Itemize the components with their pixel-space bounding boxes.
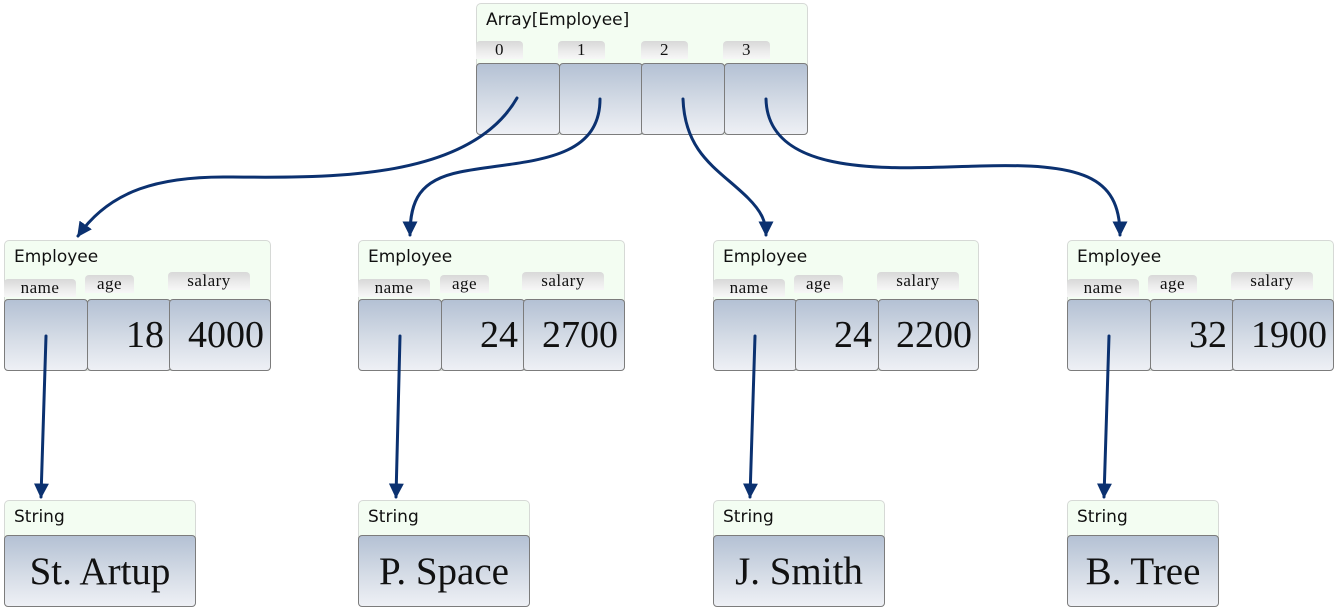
arrow-name3-to-string3 bbox=[1096, 334, 1112, 499]
employee-title: Employee bbox=[723, 247, 808, 267]
arrow-slot0-to-employee0 bbox=[76, 96, 519, 238]
string-value: St. Artup bbox=[4, 535, 196, 607]
string-title: String bbox=[368, 507, 419, 527]
arrow-slot1-to-employee1 bbox=[402, 97, 602, 237]
age-cell: 24 bbox=[441, 299, 525, 371]
age-cell: 32 bbox=[1150, 299, 1234, 371]
arrow-name2-to-string2 bbox=[742, 334, 758, 499]
employee-title: Employee bbox=[14, 247, 99, 267]
employee-title: Employee bbox=[1077, 247, 1162, 267]
field-label-name: name bbox=[1067, 279, 1139, 297]
string-value: B. Tree bbox=[1067, 535, 1219, 607]
arrow-slot3-to-employee3 bbox=[764, 97, 1128, 237]
field-label-name: name bbox=[358, 279, 430, 297]
salary-cell: 2200 bbox=[878, 299, 979, 371]
array-index-2: 2 bbox=[641, 41, 688, 59]
field-label-salary: salary bbox=[522, 272, 604, 290]
field-label-age: age bbox=[85, 275, 134, 293]
string-title: String bbox=[14, 507, 65, 527]
age-cell: 24 bbox=[795, 299, 879, 371]
arrow-name0-to-string0 bbox=[33, 334, 49, 499]
employee-title: Employee bbox=[368, 247, 453, 267]
arrow-slot2-to-employee2 bbox=[681, 97, 774, 237]
salary-cell: 4000 bbox=[169, 299, 271, 371]
string-value: J. Smith bbox=[713, 535, 885, 607]
field-label-name: name bbox=[713, 279, 785, 297]
field-label-salary: salary bbox=[877, 272, 959, 290]
field-label-name: name bbox=[4, 279, 76, 297]
field-label-age: age bbox=[1148, 275, 1197, 293]
field-label-salary: salary bbox=[168, 272, 250, 290]
field-label-salary: salary bbox=[1231, 272, 1313, 290]
array-index-1: 1 bbox=[558, 41, 605, 59]
string-title: String bbox=[1077, 507, 1128, 527]
string-title: String bbox=[723, 507, 774, 527]
array-title: Array[Employee] bbox=[486, 10, 630, 30]
string-value: P. Space bbox=[358, 535, 530, 607]
salary-cell: 2700 bbox=[523, 299, 625, 371]
salary-cell: 1900 bbox=[1232, 299, 1334, 371]
array-index-3: 3 bbox=[723, 41, 770, 59]
array-index-0: 0 bbox=[476, 41, 523, 59]
field-label-age: age bbox=[440, 275, 489, 293]
field-label-age: age bbox=[794, 275, 843, 293]
age-cell: 18 bbox=[87, 299, 171, 371]
arrow-name1-to-string1 bbox=[388, 334, 404, 499]
